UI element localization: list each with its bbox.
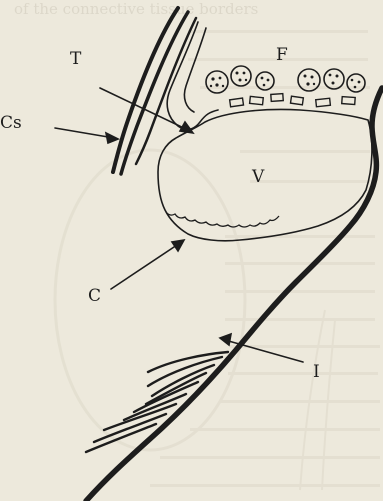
cs-arrowhead [106, 133, 118, 143]
t-leader [100, 88, 188, 130]
label-cs: Cs [0, 113, 22, 133]
label-v: V [251, 167, 265, 187]
c-arrowhead [172, 240, 184, 251]
label-t: T [70, 49, 82, 69]
label-c: C [88, 286, 101, 306]
integument-line [86, 88, 382, 501]
small-cells [230, 94, 356, 107]
setae [86, 352, 228, 452]
label-i: I [313, 362, 320, 382]
top-bleed-text: of the connective tissue borders [14, 0, 258, 18]
t-arrowhead [180, 122, 193, 133]
i-arrowhead [220, 334, 231, 345]
label-f: F [276, 45, 288, 65]
vesicle-scallop [166, 212, 279, 227]
cs-leader [55, 128, 114, 138]
c-leader [111, 243, 180, 289]
